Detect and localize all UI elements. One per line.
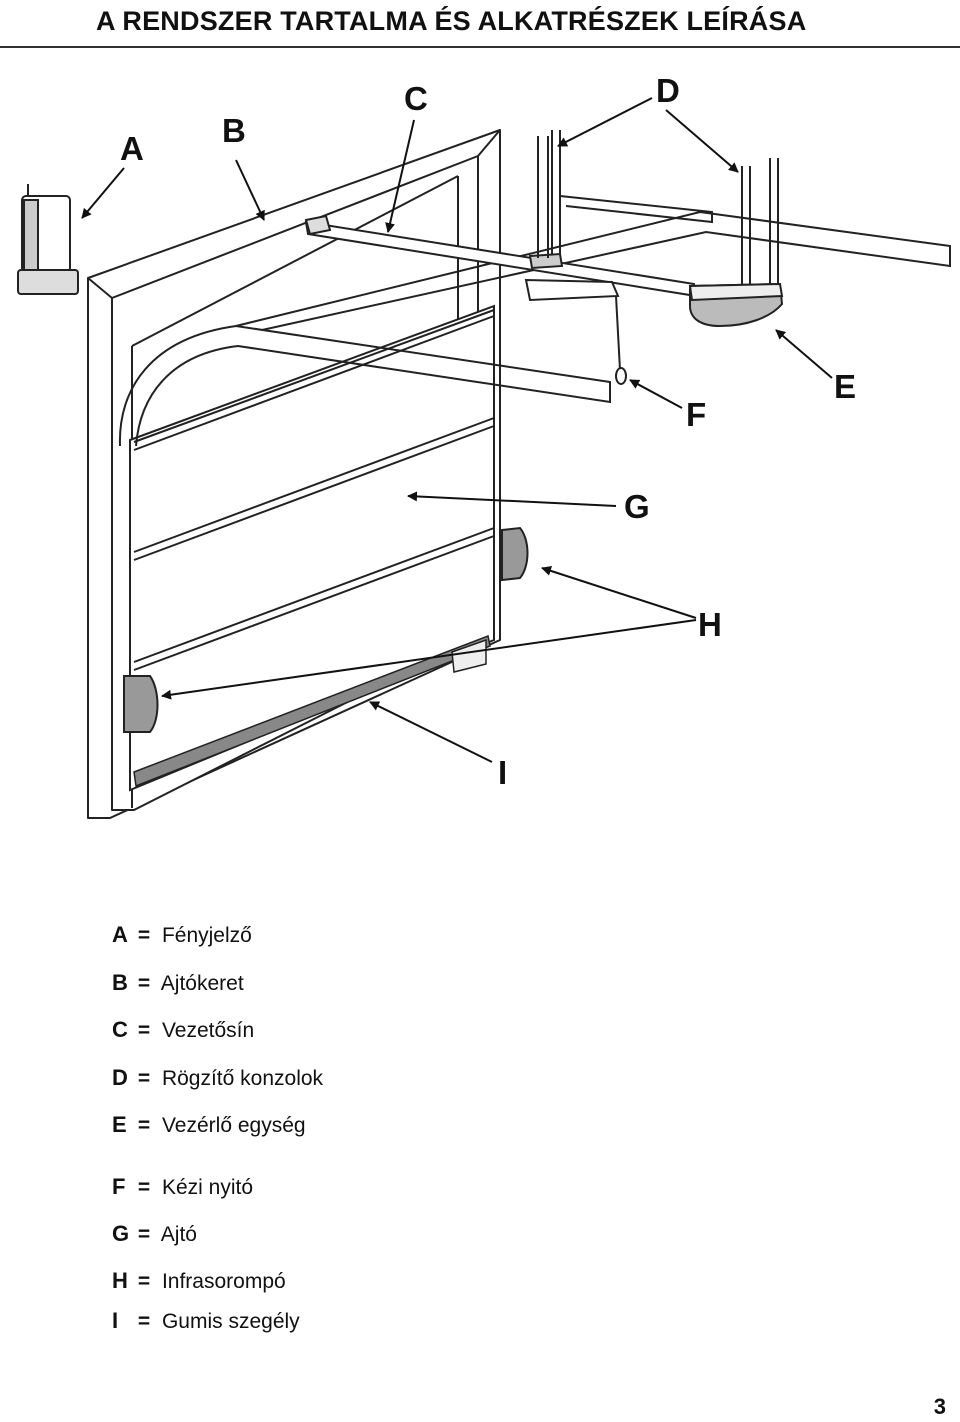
- legend-label: Vezetősín: [161, 1019, 255, 1042]
- legend-label: Fényjelző: [161, 924, 252, 947]
- leader-arrows: [81, 97, 833, 763]
- callout-e: E: [834, 368, 856, 405]
- callout-g: G: [624, 488, 650, 525]
- rubber-edge: [133, 634, 491, 788]
- control-unit: [688, 282, 784, 328]
- legend-key: C: [112, 1017, 128, 1042]
- legend-key: I: [112, 1308, 119, 1333]
- legend-item: A = Fényjelző: [112, 922, 252, 948]
- page-title: A RENDSZER TARTALMA ÉS ALKATRÉSZEK LEÍRÁ…: [96, 6, 807, 36]
- legend-item: E = Vezérlő egység: [112, 1112, 306, 1138]
- legend-equals: =: [137, 924, 151, 947]
- callout-h: H: [698, 606, 722, 643]
- legend-equals: =: [137, 1067, 151, 1090]
- legend-item: I = Gumis szegély: [112, 1308, 300, 1334]
- callout-a: A: [120, 130, 144, 167]
- fixing-brackets: [537, 130, 779, 290]
- legend-item: D = Rögzítő konzolok: [112, 1065, 323, 1091]
- garage-door-diagram: A B C D E F G H I: [17, 72, 951, 819]
- legend-item: F = Kézi nyitó: [112, 1174, 253, 1200]
- legend-key: H: [112, 1268, 128, 1293]
- legend-equals: =: [137, 1270, 151, 1293]
- legend-label: Infrasorompó: [161, 1270, 286, 1293]
- legend-label: Vezérlő egység: [161, 1114, 306, 1137]
- legend-item: B = Ajtókeret: [112, 970, 244, 996]
- callout-d: D: [656, 72, 680, 109]
- legend-equals: =: [137, 1019, 151, 1042]
- page-number: 3: [933, 1394, 946, 1419]
- callout-i: I: [498, 754, 507, 791]
- legend-key: B: [112, 970, 128, 995]
- curved-rail: [118, 195, 951, 447]
- door-arm: [524, 278, 627, 385]
- legend-key: F: [112, 1174, 126, 1199]
- legend-equals: =: [137, 1114, 151, 1137]
- legend-key: A: [112, 922, 128, 947]
- callout-f: F: [686, 396, 706, 433]
- legend-equals: =: [137, 1176, 151, 1199]
- legend-label: Gumis szegély: [161, 1310, 300, 1333]
- callout-c: C: [404, 80, 428, 117]
- legend-equals: =: [137, 1310, 151, 1333]
- legend-label: Ajtó: [160, 1223, 197, 1246]
- legend-label: Rögzítő konzolok: [161, 1067, 324, 1090]
- photocells: [123, 526, 529, 733]
- legend-equals: =: [137, 1223, 151, 1246]
- legend-item: G = Ajtó: [112, 1221, 197, 1247]
- legend-item: C = Vezetősín: [112, 1017, 254, 1043]
- legend-equals: =: [137, 972, 151, 995]
- legend-label: Ajtókeret: [160, 972, 244, 995]
- legend-item: H = Infrasorompó: [112, 1268, 286, 1294]
- title-divider: [0, 46, 960, 48]
- legend-key: E: [112, 1112, 127, 1137]
- callout-b: B: [222, 112, 246, 149]
- legend-key: G: [112, 1221, 130, 1246]
- flashing-light: [17, 184, 79, 295]
- legend-label: Kézi nyitó: [161, 1176, 253, 1199]
- legend-key: D: [112, 1065, 128, 1090]
